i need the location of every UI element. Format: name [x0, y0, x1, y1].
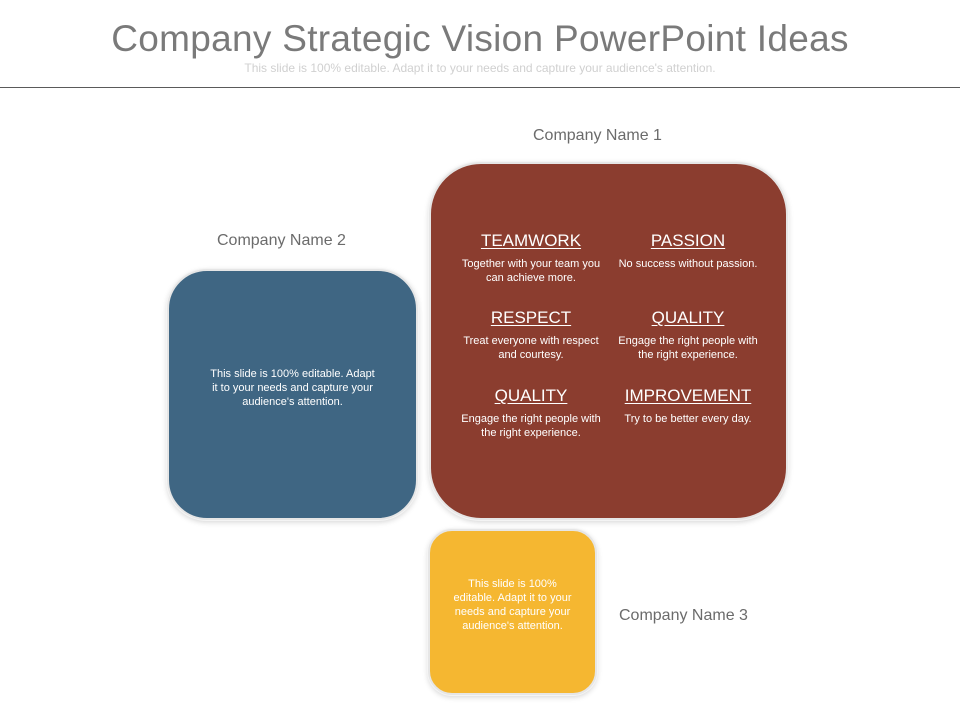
- value-description: Engage the right people with the right e…: [618, 335, 758, 361]
- company-2-box-text: This slide is 100% editable. Adapt it to…: [210, 368, 375, 408]
- company-3-box-text: This slide is 100% editable. Adapt it to…: [453, 578, 572, 632]
- company-name-1-label: Company Name 1: [533, 127, 662, 144]
- value-heading: RESPECT: [490, 308, 572, 327]
- slide-title: Company Strategic Vision PowerPoint Idea…: [111, 18, 849, 59]
- value-item-passion: PASSION No success without passion.: [613, 231, 763, 271]
- value-description: Treat everyone with respect and courtesy…: [463, 335, 599, 361]
- value-heading: TEAMWORK: [480, 231, 582, 250]
- value-item-teamwork: TEAMWORK Together with your team you can…: [456, 231, 606, 285]
- value-description: No success without passion.: [618, 258, 758, 270]
- slide-subtitle: This slide is 100% editable. Adapt it to…: [244, 61, 716, 75]
- value-heading: PASSION: [650, 231, 726, 250]
- value-heading: QUALITY: [651, 308, 725, 327]
- value-heading: IMPROVEMENT: [624, 386, 752, 405]
- value-item-respect: RESPECT Treat everyone with respect and …: [456, 308, 606, 362]
- value-description: Engage the right people with the right e…: [461, 413, 601, 439]
- company-name-2-label: Company Name 2: [217, 232, 346, 249]
- header-divider: [0, 87, 960, 88]
- company-name-3-label: Company Name 3: [619, 607, 748, 624]
- value-item-improvement: IMPROVEMENT Try to be better every day.: [613, 386, 763, 426]
- value-item-quality-2: QUALITY Engage the right people with the…: [456, 386, 606, 440]
- company-2-box: This slide is 100% editable. Adapt it to…: [167, 269, 418, 520]
- company-1-box: TEAMWORK Together with your team you can…: [429, 162, 788, 520]
- company-3-box: This slide is 100% editable. Adapt it to…: [428, 529, 597, 695]
- value-heading: QUALITY: [494, 386, 568, 405]
- value-description: Try to be better every day.: [624, 413, 752, 425]
- value-description: Together with your team you can achieve …: [461, 258, 601, 284]
- value-item-quality: QUALITY Engage the right people with the…: [613, 308, 763, 362]
